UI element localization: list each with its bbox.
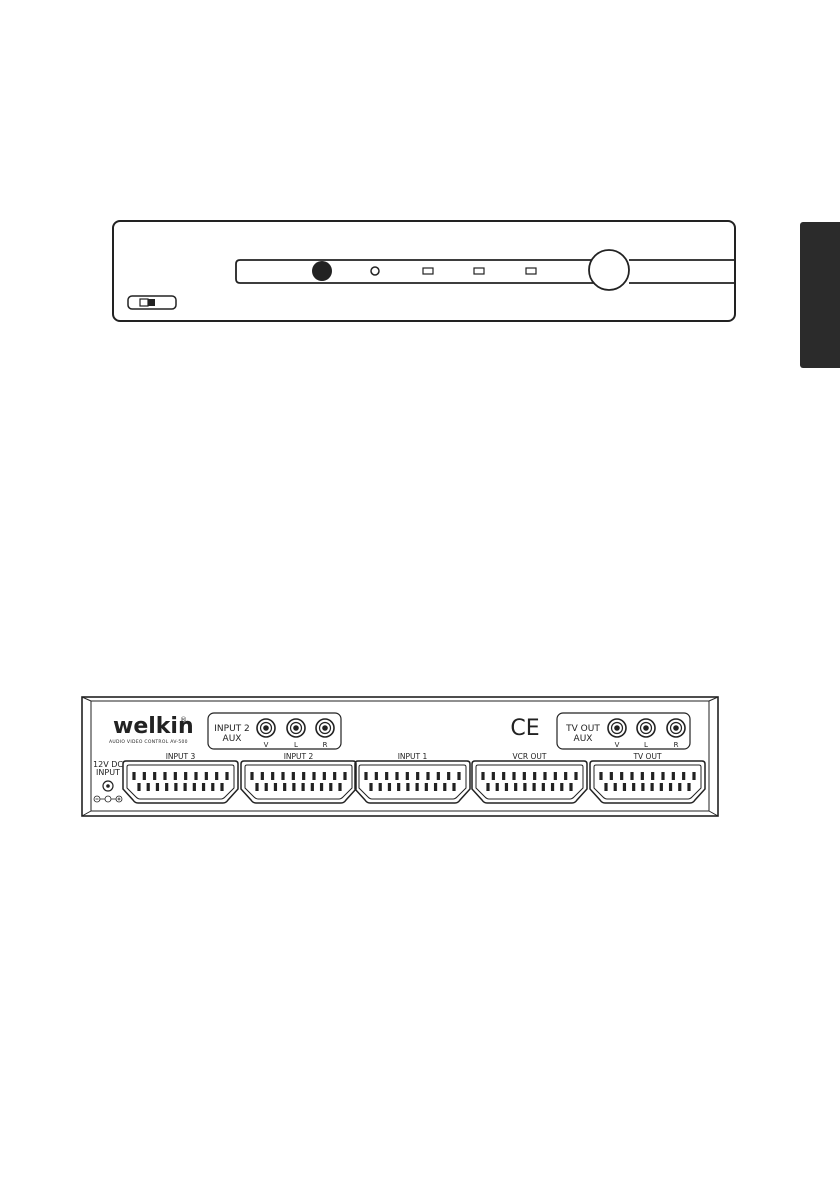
- tv-out-aux-subtitle: AUX: [574, 734, 593, 744]
- scart-label-1: INPUT 3: [166, 752, 196, 761]
- scart-label-4: VCR OUT: [513, 752, 547, 761]
- scart-label-3: INPUT 1: [398, 752, 428, 761]
- scart-connector-3-icon: INPUT 1: [355, 752, 470, 803]
- input2-aux-jack-1-icon: [257, 719, 275, 737]
- brand-registered-mark: ®: [180, 716, 187, 724]
- tv-out-aux-jack-label-2: L: [644, 741, 648, 749]
- tv-out-aux-title: TV OUT: [565, 724, 600, 734]
- input2-aux-title: INPUT 2: [214, 724, 250, 734]
- input2-aux-jack-label-2: L: [294, 741, 298, 749]
- dc-input-label-line2: INPUT: [96, 768, 120, 777]
- scart-label-2: INPUT 2: [284, 752, 314, 761]
- scart-connector-2-icon: INPUT 2: [241, 752, 356, 803]
- tv-out-aux-jack-3-icon: [667, 719, 685, 737]
- input2-aux-subtitle: AUX: [223, 734, 242, 744]
- brand-subtitle: AUDIO VIDEO CONTROL AV-500: [109, 739, 188, 745]
- tv-out-aux-jack-2-icon: [637, 719, 655, 737]
- tv-out-aux-jack-label-3: R: [674, 741, 679, 749]
- scart-connector-5-icon: TV OUT: [590, 752, 705, 803]
- ce-mark: CE: [510, 716, 539, 741]
- tv-out-aux-jack-label-1: V: [615, 741, 620, 749]
- tv-out-aux-jack-1-icon: [608, 719, 626, 737]
- scart-connector-4-icon: VCR OUT: [472, 752, 587, 803]
- input2-aux-jack-label-3: R: [323, 741, 328, 749]
- scart-connector-1-icon: INPUT 3: [123, 752, 238, 803]
- input2-aux-jack-3-icon: [316, 719, 334, 737]
- input2-aux-jack-2-icon: [287, 719, 305, 737]
- dc-jack-pin-icon: [106, 784, 110, 788]
- dc-polarity-icon: [94, 796, 122, 802]
- input2-aux-jack-label-1: V: [264, 741, 269, 749]
- scart-label-5: TV OUT: [632, 752, 661, 761]
